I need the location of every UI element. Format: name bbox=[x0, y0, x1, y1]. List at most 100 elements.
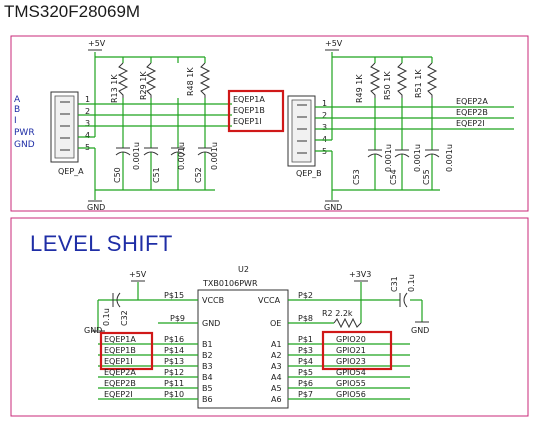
cap-c55-ref: C55 bbox=[422, 169, 431, 185]
cap-c50-val: 0.001u bbox=[132, 142, 141, 170]
net-eqep1a: EQEP1A bbox=[233, 95, 265, 104]
left-net-labels: EQEP1A EQEP1B EQEP1I bbox=[227, 89, 285, 133]
left-resistors: R13 1K R29 1K R48 1K bbox=[110, 62, 211, 103]
qep-b-pin-2: 2 bbox=[322, 111, 327, 120]
ls-net-gpio23: GPIO23 bbox=[336, 357, 366, 366]
left-wires bbox=[78, 52, 232, 200]
pin-p5: P$5 bbox=[298, 368, 313, 377]
left-capacitors: C50 0.001u C51 0.001u C52 0.001u bbox=[113, 142, 219, 183]
qep-a-pin-1: 1 bbox=[85, 95, 90, 104]
pin-p16: P$16 bbox=[164, 335, 184, 344]
qep-a-pin-2: 2 bbox=[85, 107, 90, 116]
side-label-a: A bbox=[14, 95, 21, 105]
chip-pin-vccb: VCCB bbox=[202, 296, 224, 305]
resistor-r29-label: R29 1K bbox=[139, 71, 148, 100]
highlight-box-eqep1-ls bbox=[99, 331, 154, 371]
supply-5v-label-ls: +5V bbox=[129, 270, 147, 279]
qep-b-pin-3: 3 bbox=[322, 123, 327, 132]
pin-p10: P$10 bbox=[164, 390, 184, 399]
pin-p9: P$9 bbox=[170, 314, 185, 323]
ground-label-right: GND bbox=[324, 203, 342, 212]
ls-net-eqep2i: EQEP2I bbox=[104, 390, 133, 399]
cap-c31-val: 0.1u bbox=[407, 274, 416, 292]
ls-net-gpio54: GPIO54 bbox=[336, 368, 366, 377]
pin-p15: P$15 bbox=[164, 291, 184, 300]
chip-pin-gnd: GND bbox=[202, 319, 220, 328]
chip-pin-oe: OE bbox=[270, 319, 281, 328]
highlight-box-gpio bbox=[321, 330, 393, 371]
qep-panel-frame bbox=[10, 35, 529, 212]
level-shift-right-nets: GPIO20 GPIO21 GPIO23 GPIO54 GPIO55 GPIO5… bbox=[321, 330, 393, 399]
resistor-r48-label: R48 1K bbox=[186, 67, 195, 96]
chip-part: TXB0106PWR bbox=[202, 279, 258, 288]
chip-pin-a3: A3 bbox=[271, 362, 282, 371]
chip-pin-a6: A6 bbox=[271, 395, 282, 404]
side-label-gnd: GND bbox=[14, 140, 35, 150]
supply-5v-label-left: +5V bbox=[88, 39, 106, 48]
ls-net-gpio55: GPIO55 bbox=[336, 379, 366, 388]
supply-3v3: +3V3 bbox=[349, 270, 371, 282]
cap-c51-val: 0.001u bbox=[177, 142, 186, 170]
connector-qep-b: 1 2 3 4 5 QEP_B bbox=[287, 95, 327, 178]
ground-label-left: GND bbox=[87, 203, 105, 212]
net-eqep2i: EQEP2I bbox=[456, 119, 485, 128]
pin-p2: P$2 bbox=[298, 291, 313, 300]
chip-right-pin-numbers: P$2 P$8 P$1 P$3 P$4 P$5 P$6 P$7 bbox=[298, 291, 313, 399]
chip-u2: U2 TXB0106PWR VCCB GND B1 B2 B3 B4 B5 B6… bbox=[197, 265, 289, 409]
side-label-b: B bbox=[14, 105, 20, 115]
chip-pin-a4: A4 bbox=[271, 373, 282, 382]
ls-net-eqep1b: EQEP1B bbox=[104, 346, 136, 355]
pin-p8: P$8 bbox=[298, 314, 313, 323]
chip-ref: U2 bbox=[238, 265, 249, 274]
cap-c50-ref: C50 bbox=[113, 167, 122, 183]
qep-a-name: QEP_A bbox=[58, 167, 84, 176]
chip-pin-b6: B6 bbox=[202, 395, 213, 404]
net-eqep2b: EQEP2B bbox=[456, 108, 488, 117]
net-eqep2a: EQEP2A bbox=[456, 97, 488, 106]
side-label-pwr: PWR bbox=[14, 128, 35, 138]
qep-a-pin-4: 4 bbox=[85, 131, 90, 140]
chip-pin-vcca: VCCA bbox=[258, 296, 281, 305]
supply-5v-level-shift: +5V bbox=[129, 270, 147, 282]
pin-p12: P$12 bbox=[164, 368, 184, 377]
ground-label-c32: GND bbox=[84, 326, 102, 335]
supply-5v-symbol-top-left: +5V bbox=[88, 39, 106, 51]
level-shift-heading: LEVEL SHIFT bbox=[30, 231, 173, 256]
ls-net-gpio56: GPIO56 bbox=[336, 390, 366, 399]
level-shift-wires bbox=[97, 282, 423, 400]
ls-net-gpio20: GPIO20 bbox=[336, 335, 366, 344]
ls-net-eqep1a: EQEP1A bbox=[104, 335, 136, 344]
resistor-r49-label: R49 1K bbox=[355, 74, 364, 103]
connector-qep-a: 1 2 3 4 5 QEP_A bbox=[50, 91, 90, 176]
resistor-r51-label: R51 1K bbox=[414, 69, 423, 98]
qep-b-name: QEP_B bbox=[296, 169, 322, 178]
qep-side-labels: A B I PWR GND bbox=[14, 95, 35, 150]
ls-net-gpio21: GPIO21 bbox=[336, 346, 366, 355]
cap-c54-val: 0.001u bbox=[413, 144, 422, 172]
chip-pin-a1: A1 bbox=[271, 340, 282, 349]
ground-symbol-right: GND bbox=[324, 200, 342, 212]
cap-c31-ref: C31 bbox=[390, 276, 399, 292]
pin-p6: P$6 bbox=[298, 379, 313, 388]
chip-pin-a2: A2 bbox=[271, 351, 282, 360]
ground-label-c31: GND bbox=[411, 326, 429, 335]
chip-pin-b5: B5 bbox=[202, 384, 213, 393]
cap-c55-val: 0.001u bbox=[445, 144, 454, 172]
pin-p13: P$13 bbox=[164, 357, 184, 366]
pin-p7: P$7 bbox=[298, 390, 313, 399]
pin-p4: P$4 bbox=[298, 357, 313, 366]
cap-c54-ref: C54 bbox=[389, 169, 398, 185]
supply-3v3-label: +3V3 bbox=[349, 270, 371, 279]
ls-net-eqep2a: EQEP2A bbox=[104, 368, 136, 377]
chip-pin-a5: A5 bbox=[271, 384, 282, 393]
cap-c32-val: 0.1u bbox=[102, 308, 111, 326]
ground-symbol-left: GND bbox=[87, 200, 105, 212]
level-shift-panel-frame bbox=[10, 217, 529, 417]
ls-net-eqep1i: EQEP1I bbox=[104, 357, 133, 366]
page-title: TMS320F28069M bbox=[4, 2, 140, 21]
level-shift-left-nets: EQEP1A EQEP1B EQEP1I EQEP2A EQEP2B EQEP2… bbox=[99, 331, 154, 399]
resistor-r2-label: R2 2.2k bbox=[322, 309, 353, 318]
supply-5v-symbol-top-right: +5V bbox=[325, 39, 343, 51]
resistor-r2: R2 2.2k bbox=[322, 309, 362, 329]
qep-b-pin-1: 1 bbox=[322, 99, 327, 108]
